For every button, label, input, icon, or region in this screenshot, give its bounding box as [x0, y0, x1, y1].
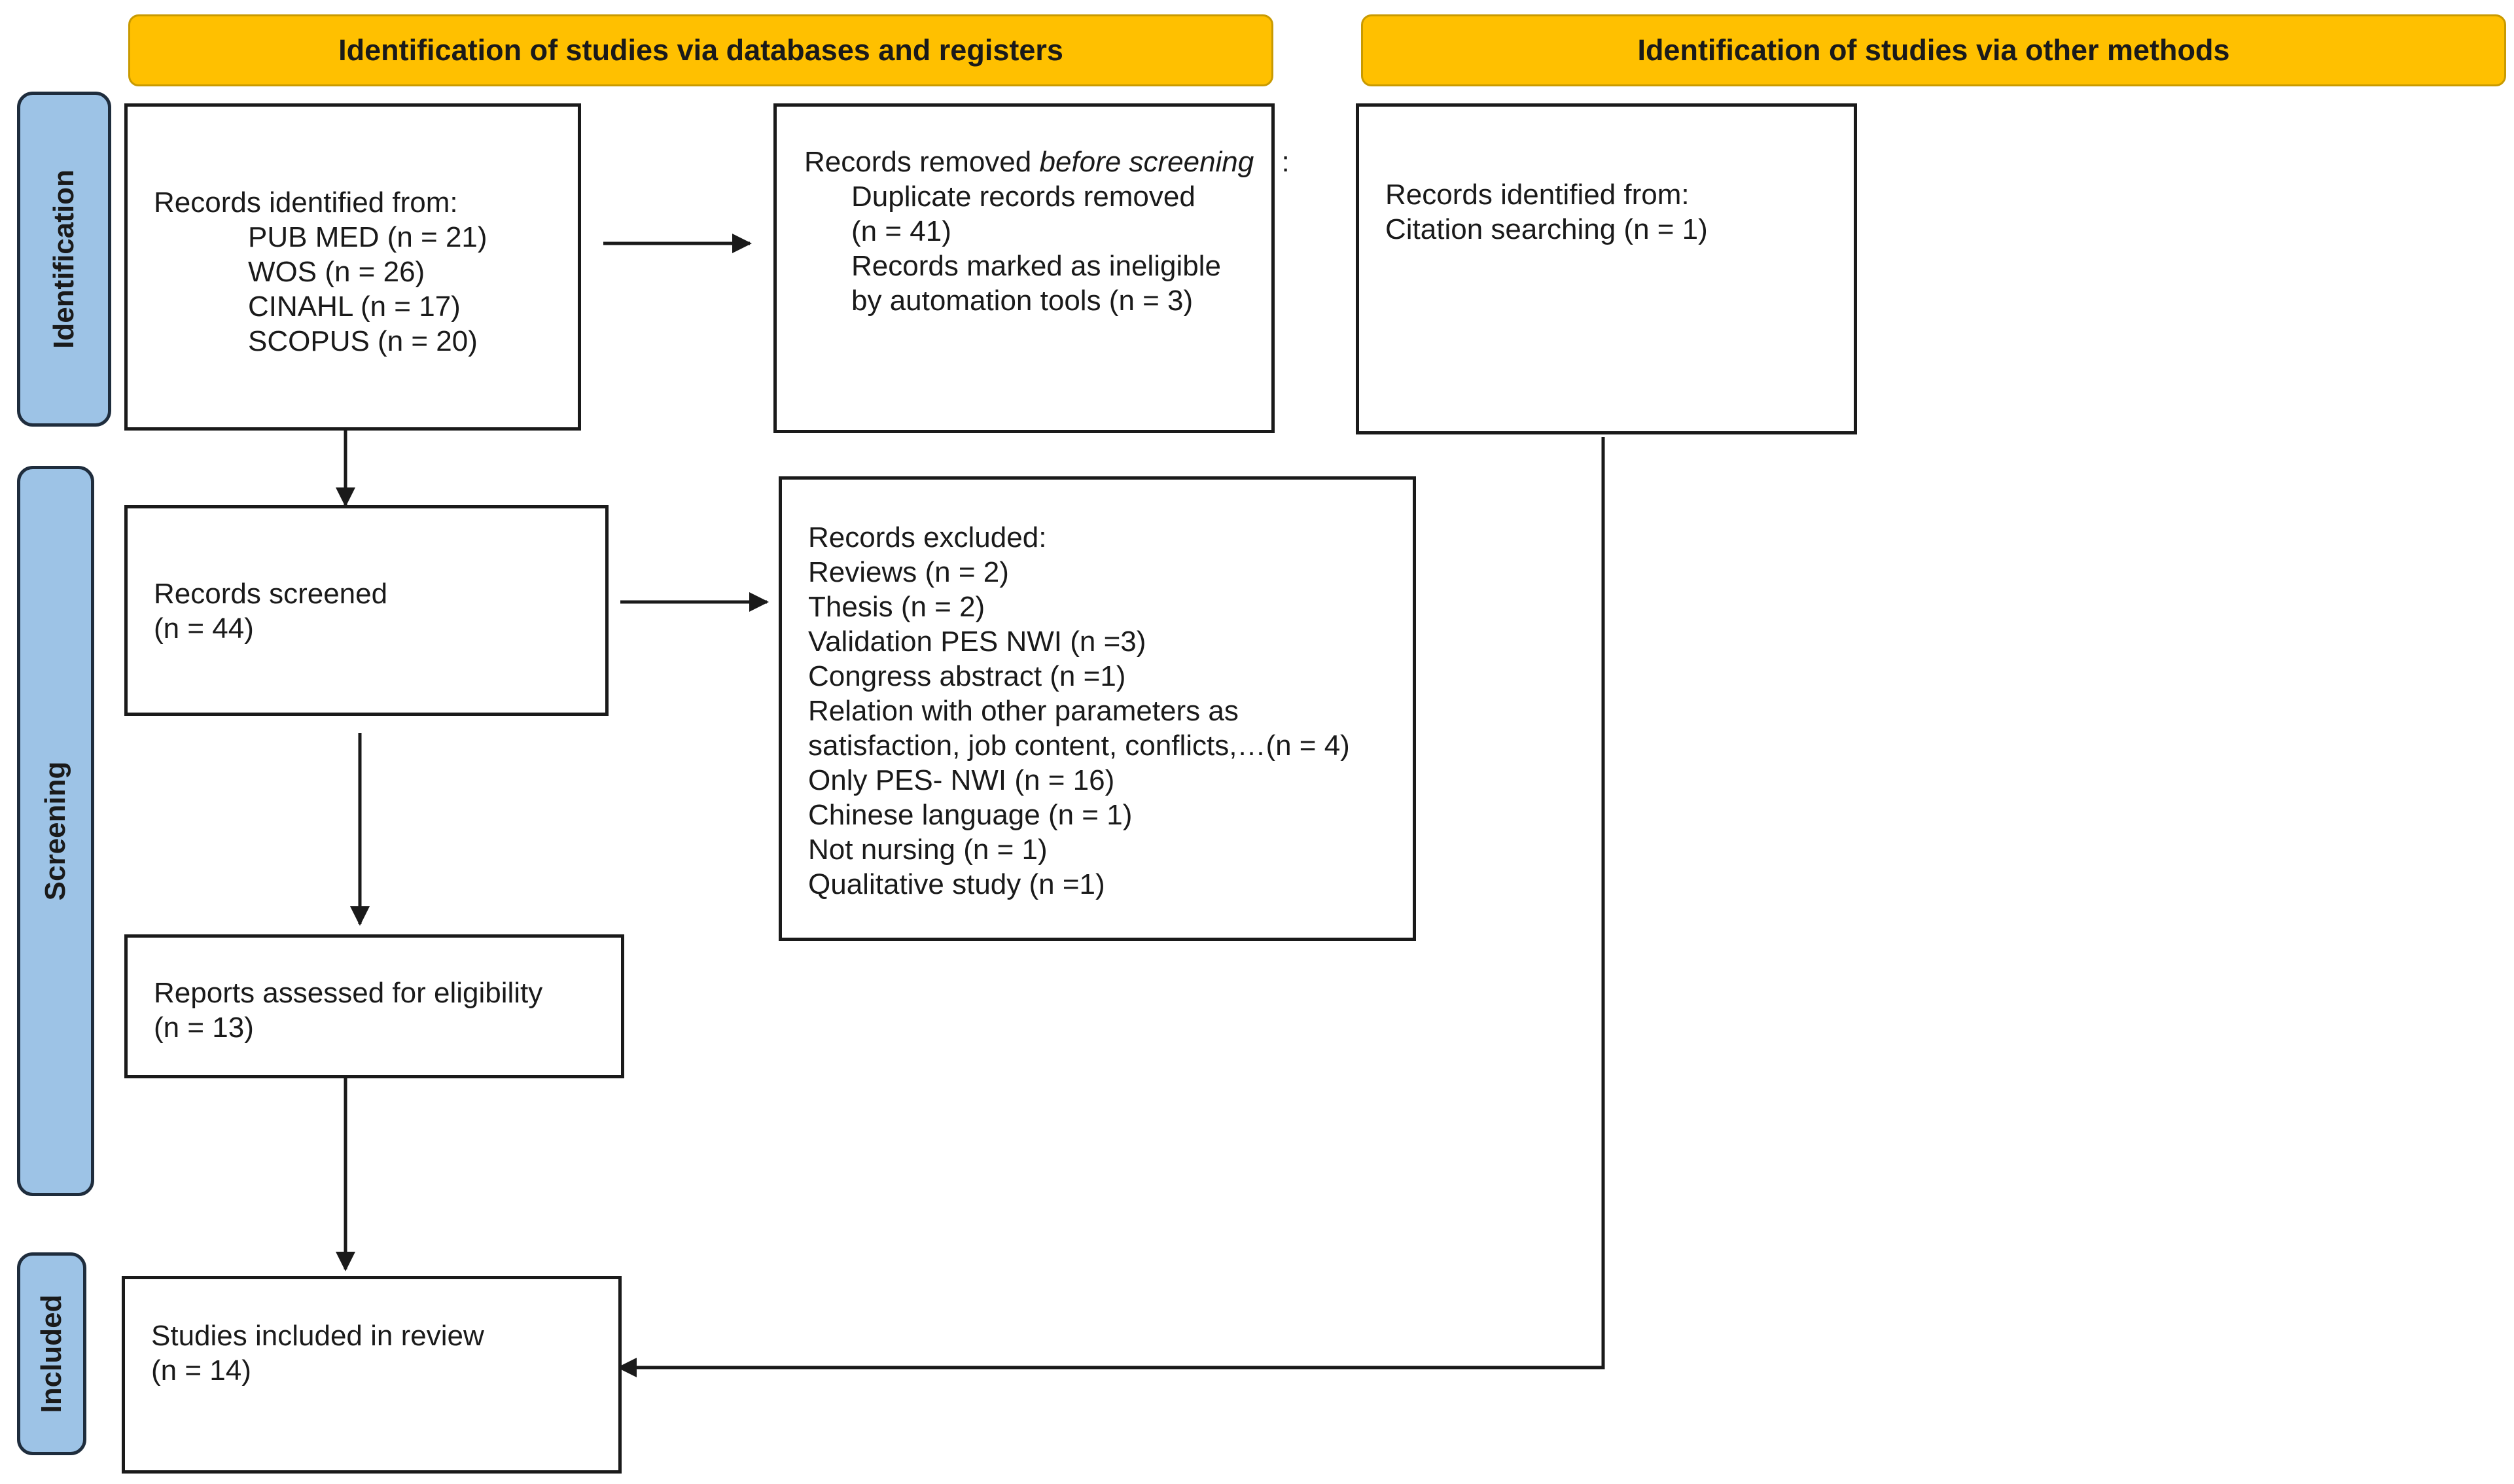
source-cinahl: CINAHL (n = 17) [248, 291, 461, 323]
reports-assessed-count: (n = 13) [154, 1012, 254, 1044]
header-other-methods: Identification of studies via other meth… [1361, 14, 2506, 86]
excluded-item: Congress abstract (n =1) [808, 660, 1126, 692]
excluded-item: Relation with other parameters as [808, 695, 1239, 727]
excluded-item: Thesis (n = 2) [808, 591, 985, 623]
studies-included-box: Studies included in review (n = 14) [122, 1276, 622, 1474]
header-databases-registers: Identification of studies via databases … [128, 14, 1273, 86]
studies-included-label: Studies included in review [151, 1320, 484, 1352]
excluded-item: Validation PES NWI (n =3) [808, 626, 1146, 658]
excluded-item: satisfaction, job content, conflicts,…(n… [808, 730, 1350, 762]
excluded-item: Only PES- NWI (n = 16) [808, 764, 1115, 796]
records-excluded-title: Records excluded: [808, 521, 1047, 554]
other-records-identified-title: Records identified from: [1385, 179, 1690, 211]
citation-searching: Citation searching (n = 1) [1385, 213, 1708, 245]
records-screened-label: Records screened [154, 578, 388, 610]
excluded-item: Chinese language (n = 1) [808, 799, 1133, 831]
source-wos: WOS (n = 26) [248, 256, 425, 288]
phase-included: Included [17, 1252, 86, 1455]
arrow-other-to-included [617, 437, 1605, 1377]
records-screened-box: Records screened (n = 44) [124, 505, 609, 716]
phase-screening: Screening [17, 466, 94, 1196]
records-removed-title-emph: before screening [1039, 146, 1254, 178]
excluded-item: Qualitative study (n =1) [808, 868, 1105, 900]
duplicate-records: Duplicate records removed [851, 181, 1195, 213]
records-identified-title: Records identified from: [154, 186, 458, 219]
records-removed-title-prefix: Records removed [804, 146, 1040, 178]
ineligible-records: Records marked as ineligible [851, 250, 1221, 282]
reports-assessed-label: Reports assessed for eligibility [154, 977, 543, 1009]
duplicate-records-count: (n = 41) [851, 215, 951, 247]
records-screened-count: (n = 44) [154, 612, 254, 645]
source-scopus: SCOPUS (n = 20) [248, 325, 478, 357]
studies-included-count: (n = 14) [151, 1354, 251, 1387]
other-records-identified-box: Records identified from: Citation search… [1356, 103, 1857, 434]
records-excluded-box: Records excluded: Reviews (n = 2) Thesis… [779, 476, 1416, 941]
excluded-item: Reviews (n = 2) [808, 556, 1009, 588]
source-pubmed: PUB MED (n = 21) [248, 221, 487, 253]
records-removed-title: Records removed before screening: [804, 145, 1290, 179]
records-removed-box: Records removed before screening: Duplic… [773, 103, 1290, 433]
excluded-item: Not nursing (n = 1) [808, 834, 1048, 866]
reports-assessed-box: Reports assessed for eligibility (n = 13… [124, 934, 624, 1078]
records-removed-title-suffix: : [1281, 146, 1290, 178]
ineligible-records-count: by automation tools (n = 3) [851, 285, 1194, 317]
phase-identification: Identification [17, 92, 111, 427]
records-identified-box: Records identified from: PUB MED (n = 21… [124, 103, 581, 431]
